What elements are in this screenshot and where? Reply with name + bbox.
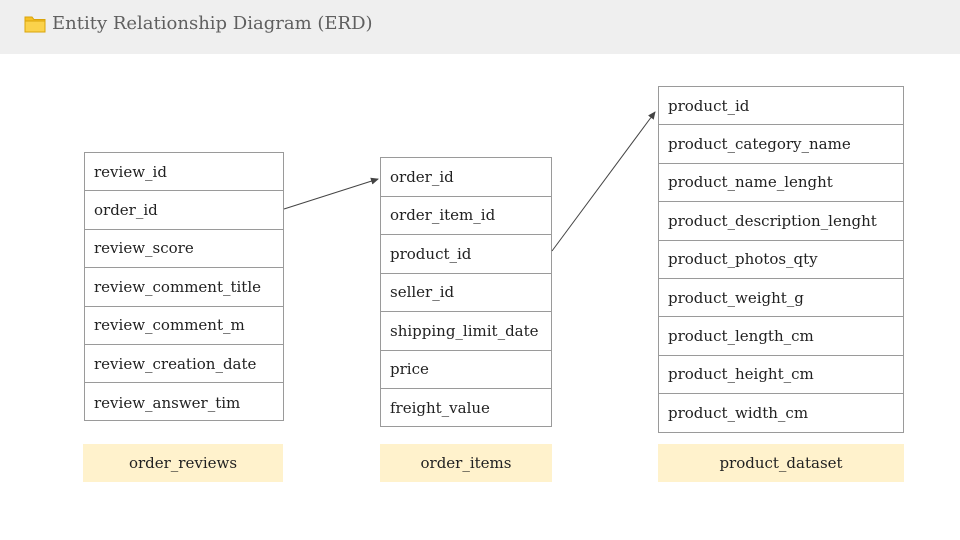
field-product-length-cm: product_length_cm: [659, 317, 903, 356]
field-product-photos-qty: product_photos_qty: [659, 241, 903, 279]
field-review-answer-timestamp: review_answer_tim: [94, 393, 241, 412]
page-title: Entity Relationship Diagram (ERD): [52, 13, 373, 34]
table-product-dataset: product_id product_category_name product…: [658, 86, 904, 433]
field-seller-id: seller_id: [381, 274, 551, 312]
field-product-description-length: product_description_lenght: [659, 202, 903, 241]
folder-icon: [24, 14, 46, 34]
header-bar: Entity Relationship Diagram (ERD): [0, 0, 960, 54]
table-order-reviews: review_id order_id review_score review_c…: [84, 152, 284, 421]
field-product-width-cm: product_width_cm: [668, 404, 809, 423]
field-review-score: review_score: [85, 230, 283, 269]
table-label-product-dataset: product_dataset: [658, 444, 904, 482]
field-product-category-name: product_category_name: [659, 125, 903, 164]
field-order-id: order_id: [381, 158, 551, 197]
field-shipping-limit-date: shipping_limit_date: [381, 312, 551, 351]
connector-order-reviews-to-order-items: [283, 177, 379, 210]
field-product-id: product_id: [659, 87, 903, 126]
field-order-id: order_id: [85, 191, 283, 230]
field-product-id: product_id: [381, 235, 551, 274]
table-label-order-reviews: order_reviews: [83, 444, 283, 482]
field-product-name-length: product_name_lenght: [659, 164, 903, 203]
field-price: price: [381, 351, 551, 389]
field-review-comment-message: review_comment_m: [85, 307, 283, 345]
field-review-creation-date: review_creation_date: [85, 345, 283, 384]
table-order-items: order_id order_item_id product_id seller…: [380, 157, 552, 427]
field-review-id: review_id: [85, 153, 283, 192]
field-order-item-id: order_item_id: [381, 197, 551, 235]
field-product-height-cm: product_height_cm: [659, 356, 903, 395]
field-product-weight-g: product_weight_g: [659, 279, 903, 318]
field-review-comment-title: review_comment_title: [85, 268, 283, 307]
table-label-order-items: order_items: [380, 444, 552, 482]
connector-order-items-to-product-dataset: [551, 111, 656, 252]
field-freight-value: freight_value: [390, 399, 490, 418]
